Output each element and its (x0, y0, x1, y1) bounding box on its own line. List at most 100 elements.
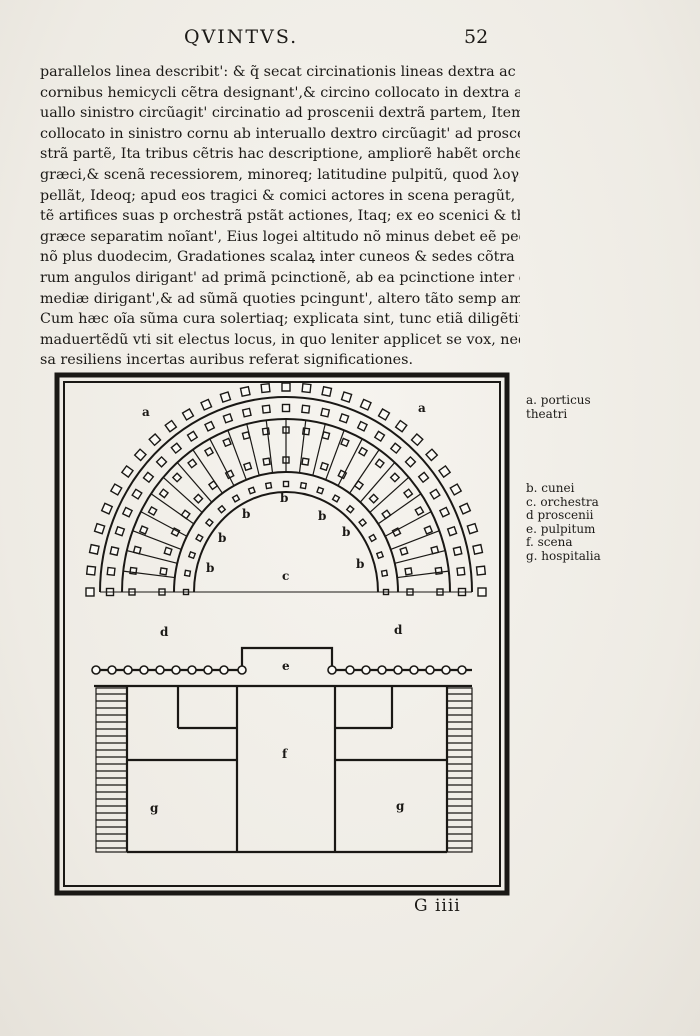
column (107, 665, 117, 675)
aisle-line (209, 438, 235, 487)
text-line: uallo sinistro circũagit' circinatio ad … (40, 105, 520, 122)
column (237, 665, 247, 675)
plan-label-b: b (280, 491, 288, 505)
seat-block (170, 527, 181, 538)
legend-item: e. pulpitum (526, 521, 596, 536)
seat-block (381, 509, 392, 520)
seat-block (261, 404, 271, 414)
seat-block (195, 533, 204, 543)
column (393, 665, 403, 675)
text-line: nõ plus duodecim, Gradationes scalaꝝ int… (40, 249, 520, 266)
seat-block (193, 493, 204, 504)
aisle-line (192, 449, 223, 494)
aisle-line (312, 423, 326, 476)
seat-block (404, 567, 413, 576)
legend-item: c. orchestra (526, 494, 599, 509)
aisle-lines (123, 419, 449, 579)
aisle-line (349, 449, 380, 494)
seat-block (301, 404, 311, 414)
seat-block (417, 471, 430, 484)
seat-block (203, 446, 215, 457)
seat-block (301, 382, 312, 394)
plan-label-b: b (318, 509, 326, 523)
column (441, 665, 451, 675)
seat-block (452, 546, 463, 557)
seat-block (429, 488, 441, 500)
running-head: QVINTVS. (184, 26, 299, 48)
text-line: pellãt, Ideoq; apud eos tragici & comici… (40, 187, 520, 204)
seat-block (114, 525, 126, 537)
seat-block (180, 509, 191, 520)
aisle-line (150, 493, 195, 525)
seat-block (345, 504, 355, 514)
aisle-line (384, 511, 432, 537)
seat-block (260, 382, 271, 394)
seat-block (377, 408, 391, 421)
plan-label-c: c (282, 569, 289, 583)
plan-label-e: e (282, 659, 290, 673)
seat-block (458, 502, 472, 515)
text-line: maduertẽdũ vti sit electus locus, in quo… (40, 331, 520, 348)
aisle-line (227, 430, 247, 481)
plan-label-f: f (282, 747, 288, 761)
seat-block (133, 448, 147, 462)
seat-block (402, 488, 414, 499)
seat-block (438, 506, 451, 518)
legend-item: d proscenii (526, 508, 594, 523)
seat-block (321, 385, 333, 398)
seat-block (438, 464, 452, 479)
seat-block (477, 587, 487, 597)
column (203, 665, 213, 675)
column (219, 665, 229, 675)
body-text: parallelos linea describit': & q̃ secat … (40, 62, 520, 371)
aisle-line (377, 493, 422, 525)
seat-block (262, 457, 271, 466)
seat-block (359, 398, 372, 411)
seat-block (282, 480, 290, 488)
legend-item: g. hospitalia (526, 548, 601, 563)
column (377, 665, 387, 675)
seat-block (171, 472, 183, 483)
page-number: 52 (464, 26, 489, 48)
text-line: rum angulos dirigant' ad primã pcinction… (40, 269, 520, 286)
seat-block (106, 566, 116, 577)
seat-block (222, 437, 232, 448)
seat-block (217, 504, 227, 514)
seat-block (472, 543, 484, 555)
seat-block (356, 420, 368, 432)
plan-label-g: g (396, 799, 405, 813)
seat-block (170, 442, 183, 455)
stair-outline (95, 687, 128, 853)
seat-block (319, 461, 329, 472)
plan-label-g: g (150, 801, 159, 815)
seat-block (299, 481, 308, 490)
plan-label-b: b (356, 557, 364, 571)
seat-block (183, 569, 192, 577)
seat-block (331, 494, 341, 503)
column (139, 665, 149, 675)
seat-blocks (85, 382, 487, 597)
aisle-line (132, 530, 182, 551)
plan-label-d: d (394, 623, 403, 637)
text-line: collocato in sinistro cornu ab interuall… (40, 125, 520, 142)
legend-item: a. porticus (526, 393, 591, 407)
seat-block (449, 483, 463, 496)
column-row (91, 665, 467, 675)
seat-block (316, 486, 325, 495)
aisle-line (126, 550, 178, 564)
text-line: græce separatim noĩant', Eius logei alti… (40, 228, 520, 245)
plan-label-b: b (242, 507, 250, 521)
column (171, 665, 181, 675)
seat-block (147, 505, 158, 517)
column (409, 665, 419, 675)
plan-label-d: d (160, 625, 169, 639)
seat-block (159, 567, 168, 576)
legend-item: f. scena (526, 535, 573, 550)
plan-label-b: b (218, 531, 226, 545)
seat-block (204, 518, 214, 528)
legend-porticus: a. porticus theatri (526, 393, 591, 421)
seat-block (353, 480, 365, 491)
aisle-line (390, 530, 440, 551)
seat-block (380, 569, 389, 577)
seat-block (404, 455, 417, 468)
